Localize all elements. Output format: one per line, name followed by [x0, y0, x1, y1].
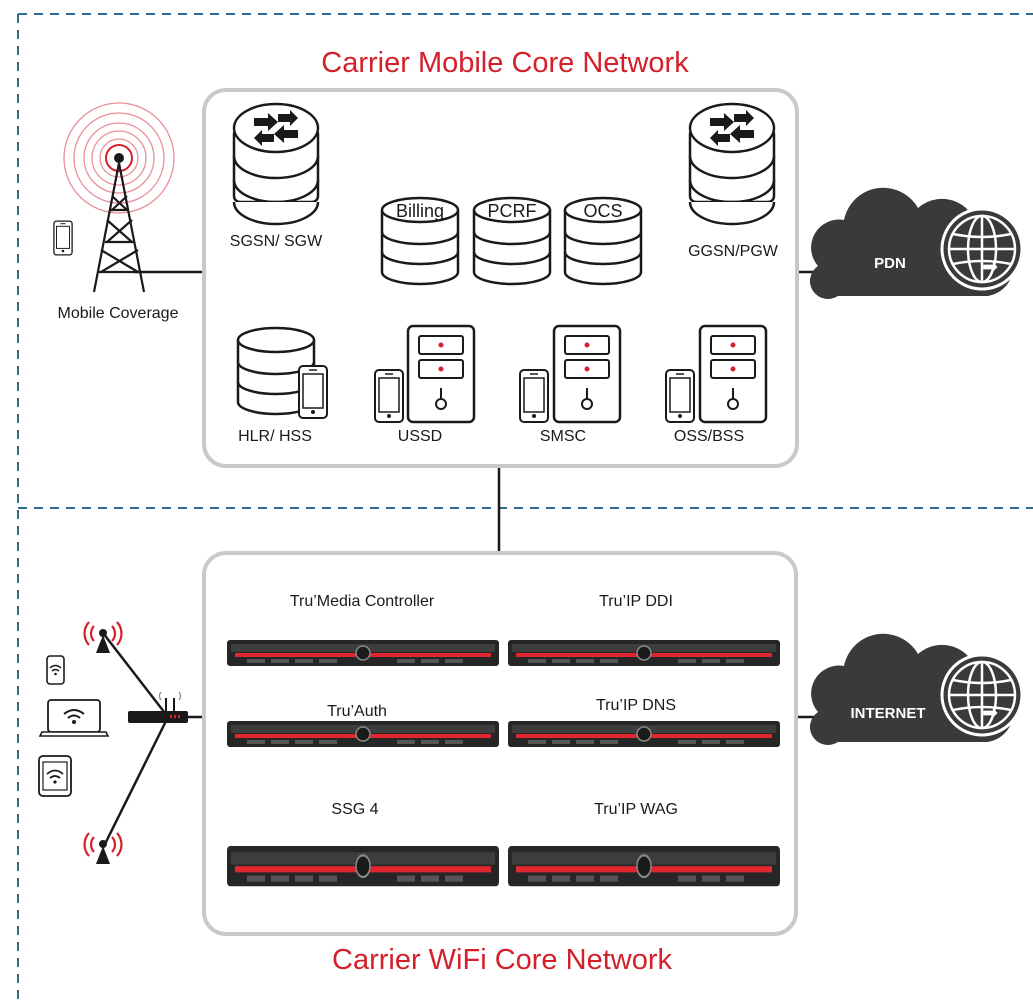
oss-label: OSS/BSS — [673, 428, 745, 445]
wifi-core-title: Carrier WiFi Core Network — [332, 944, 672, 976]
media-controller-label: Tru’Media Controller — [289, 593, 435, 610]
ip-ddi-server — [507, 639, 781, 667]
ocs-label: OCS — [583, 201, 623, 221]
smsc-server-icon — [552, 324, 622, 424]
phone-icon — [374, 369, 404, 423]
wifi-tablet-icon — [38, 755, 72, 797]
outer-dashed-border — [17, 13, 1033, 1000]
media-controller-server — [226, 639, 500, 667]
ip-dns-server — [507, 720, 781, 748]
globe-icon — [940, 653, 1024, 737]
smsc-label: SMSC — [539, 428, 587, 445]
ip-wag-server — [506, 844, 782, 888]
sgsn-router-icon — [232, 102, 320, 226]
wifi-antenna-icon — [83, 831, 123, 866]
cell-tower-icon — [63, 102, 175, 293]
wifi-router-icon — [128, 691, 188, 723]
wifi-laptop-icon — [38, 699, 110, 737]
ggsn-label: GGSN/PGW — [688, 243, 778, 260]
mobile-coverage-label: Mobile Coverage — [57, 305, 179, 322]
phone-icon — [53, 220, 73, 256]
ussd-label: USSD — [397, 428, 443, 445]
hlr-label: HLR/ HSS — [238, 428, 312, 445]
mobile-core-title: Carrier Mobile Core Network — [321, 47, 689, 79]
globe-icon — [940, 207, 1024, 291]
auth-server — [226, 720, 500, 748]
pdn-label: PDN — [874, 255, 906, 272]
ip-wag-label: Tru’IP WAG — [594, 801, 678, 818]
billing-label: Billing — [395, 201, 445, 221]
oss-server-icon — [698, 324, 768, 424]
ggsn-router-icon — [688, 102, 776, 226]
phone-icon — [665, 369, 695, 423]
phone-icon — [298, 365, 328, 419]
wifi-phone-icon — [46, 655, 65, 685]
sgsn-label: SGSN/ SGW — [229, 233, 323, 250]
pcrf-label: PCRF — [487, 201, 537, 221]
ssg-label: SSG 4 — [331, 801, 379, 818]
ssg-server — [225, 844, 501, 888]
ip-ddi-label: Tru’IP DDI — [599, 593, 673, 610]
internet-label: INTERNET — [850, 705, 926, 722]
ussd-server-icon — [406, 324, 476, 424]
phone-icon — [519, 369, 549, 423]
ip-dns-label: Tru’IP DNS — [595, 697, 677, 714]
auth-label: Tru’Auth — [327, 703, 387, 720]
